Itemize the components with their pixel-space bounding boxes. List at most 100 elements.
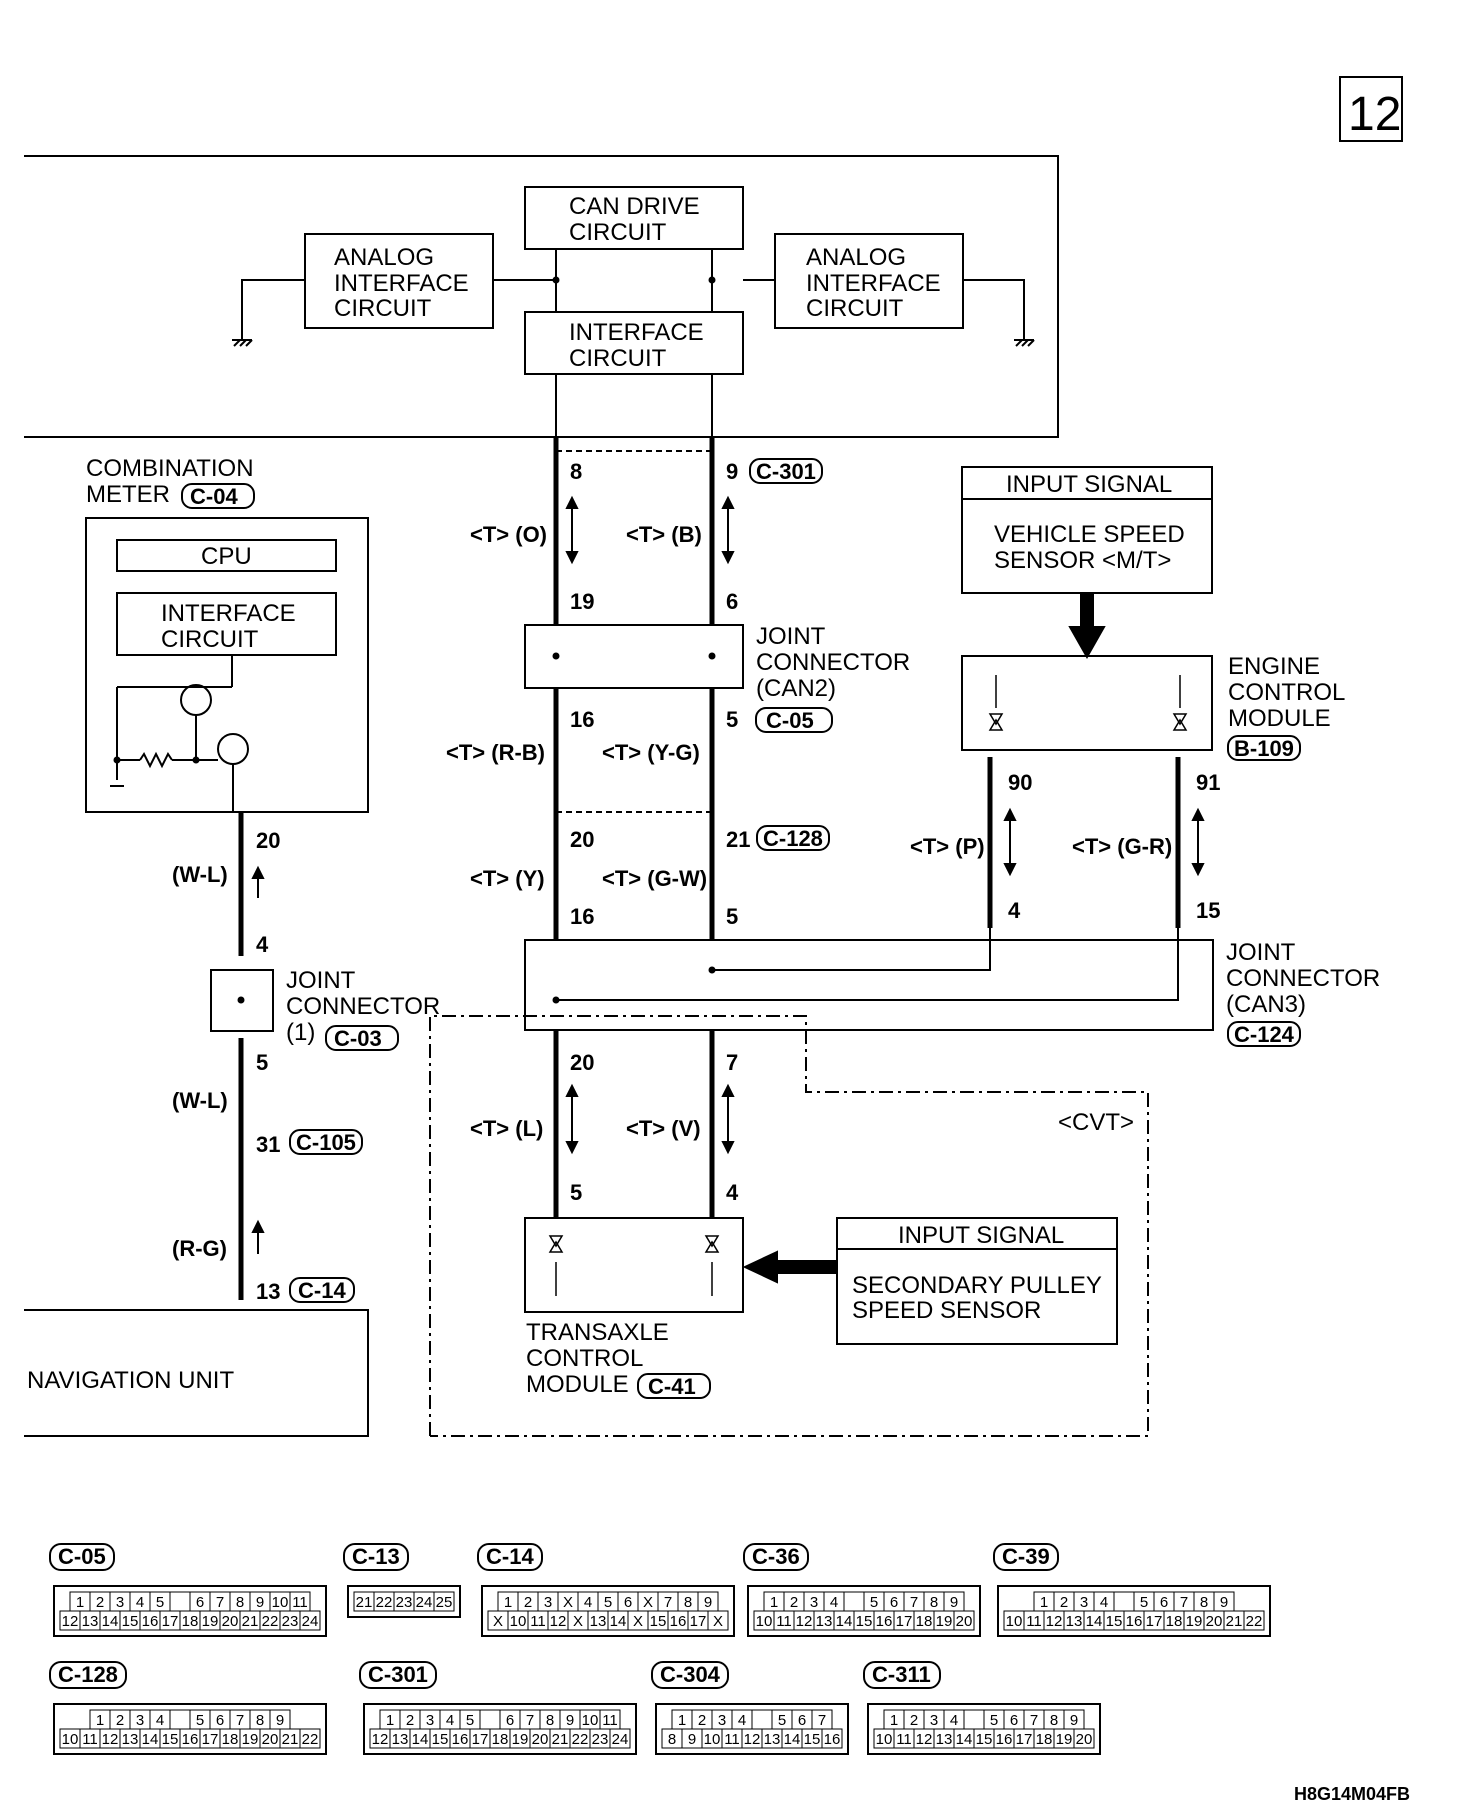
interface-top-label-2: CIRCUIT <box>569 345 667 372</box>
legend-pin: 8 <box>1050 1712 1058 1729</box>
legend-pin: 13 <box>82 1613 99 1630</box>
legend-pin: 5 <box>990 1712 998 1729</box>
legend-pin: 10 <box>756 1613 773 1630</box>
legend-pin: 6 <box>798 1712 806 1729</box>
joint-can3-label-3: (CAN3) <box>1226 991 1306 1018</box>
legend-pin: 8 <box>256 1712 264 1729</box>
legend-pin: 6 <box>624 1594 632 1611</box>
legend-pin: 11 <box>776 1613 792 1630</box>
legend-id: C-304 <box>660 1662 721 1687</box>
legend-pin: 7 <box>664 1594 672 1611</box>
legend-pin: 20 <box>1206 1613 1223 1630</box>
legend-pin: 14 <box>412 1731 429 1748</box>
legend-pin: 23 <box>592 1731 609 1748</box>
connector-c301-label: C-301 <box>756 459 816 484</box>
wire-label-yg: <T> (Y-G) <box>602 740 700 765</box>
legend-pin: 6 <box>1160 1594 1168 1611</box>
legend-pin: 16 <box>1126 1613 1143 1630</box>
legend-id: C-311 <box>872 1662 931 1687</box>
legend-pin: 14 <box>836 1613 853 1630</box>
tcm-label-2: CONTROL <box>526 1345 643 1372</box>
legend-pin: 8 <box>1200 1594 1208 1611</box>
pin-16-can2: 16 <box>570 707 594 732</box>
legend-pin: 9 <box>566 1712 574 1729</box>
legend-pin: 6 <box>890 1594 898 1611</box>
joint-can2-label-3: (CAN2) <box>756 675 836 702</box>
legend-pin: 8 <box>930 1594 938 1611</box>
legend-id: C-301 <box>368 1662 428 1687</box>
legend-id: C-13 <box>352 1544 400 1569</box>
legend-pin: 21 <box>552 1731 569 1748</box>
legend-pin: 12 <box>1046 1613 1063 1630</box>
legend-pin: 1 <box>770 1594 778 1611</box>
legend-pin: 4 <box>156 1712 164 1729</box>
legend-pin: 5 <box>778 1712 786 1729</box>
legend-pin: X <box>643 1594 653 1611</box>
legend-pin: 2 <box>96 1594 104 1611</box>
legend-pin: 2 <box>116 1712 124 1729</box>
ecm-box <box>961 655 1213 751</box>
svg-text:CIRCUIT: CIRCUIT <box>569 219 667 246</box>
legend-pin: 4 <box>584 1594 592 1611</box>
legend-pin: 19 <box>202 1613 219 1630</box>
can-drive-block <box>524 186 744 250</box>
legend-pin: 13 <box>764 1731 781 1748</box>
joint-1-label-3: (1) <box>286 1019 315 1046</box>
legend-pin: 1 <box>504 1594 512 1611</box>
legend-pin: 22 <box>376 1594 393 1611</box>
legend-pin: 5 <box>466 1712 474 1729</box>
legend-pin: 3 <box>810 1594 818 1611</box>
legend-pin: 14 <box>610 1613 627 1630</box>
connector-c41-label: C-41 <box>648 1374 696 1399</box>
legend-pin: 22 <box>262 1613 279 1630</box>
wire-label-b: <T> (B) <box>626 522 702 547</box>
legend-pin: 1 <box>76 1594 84 1611</box>
joint-can2-box <box>524 624 744 689</box>
legend-pin: 20 <box>1076 1731 1093 1748</box>
legend-pin: 18 <box>1166 1613 1183 1630</box>
legend-pin: 22 <box>1246 1613 1263 1630</box>
legend-pin: 12 <box>62 1613 79 1630</box>
legend-pin: 6 <box>216 1712 224 1729</box>
legend-id: C-128 <box>58 1662 118 1687</box>
legend-pin: 21 <box>356 1594 373 1611</box>
legend-pin: 17 <box>896 1613 913 1630</box>
legend-pin: 15 <box>162 1731 179 1748</box>
legend-pin: 13 <box>816 1613 833 1630</box>
legend-pin: 7 <box>910 1594 918 1611</box>
pin-8: 8 <box>570 459 582 484</box>
legend-pin: 12 <box>550 1613 567 1630</box>
legend-pin: 9 <box>1220 1594 1228 1611</box>
legend-pin: 18 <box>182 1613 199 1630</box>
pin-5-tcm: 5 <box>570 1180 582 1205</box>
legend-pin: 13 <box>936 1731 953 1748</box>
legend-pin: 1 <box>1040 1594 1048 1611</box>
vss-label-2: SENSOR <M/T> <box>994 547 1171 574</box>
pin-20-meter: 20 <box>256 828 280 853</box>
legend-pin: 14 <box>956 1731 973 1748</box>
legend-pin: 15 <box>122 1613 139 1630</box>
legend-pin: 14 <box>1086 1613 1103 1630</box>
legend-pin: 16 <box>452 1731 469 1748</box>
pin-5-can3: 5 <box>726 904 738 929</box>
legend-pin: X <box>573 1613 583 1630</box>
pin-13-c14: 13 <box>256 1279 280 1304</box>
wire-label-y: <T> (Y) <box>470 866 545 891</box>
pin-19: 19 <box>570 589 594 614</box>
legend-pin: 12 <box>372 1731 389 1748</box>
legend-pin: 7 <box>818 1712 826 1729</box>
legend-pin: X <box>713 1613 723 1630</box>
legend-pin: 14 <box>784 1731 801 1748</box>
analog-left-label-2: INTERFACE <box>334 270 469 297</box>
meter-interface-box <box>116 592 337 656</box>
legend-pin: 17 <box>202 1731 219 1748</box>
wire-label-gw: <T> (G-W) <box>602 866 707 891</box>
legend-pin: 3 <box>116 1594 124 1611</box>
legend-pin: 10 <box>1006 1613 1023 1630</box>
legend-pin: 3 <box>544 1594 552 1611</box>
